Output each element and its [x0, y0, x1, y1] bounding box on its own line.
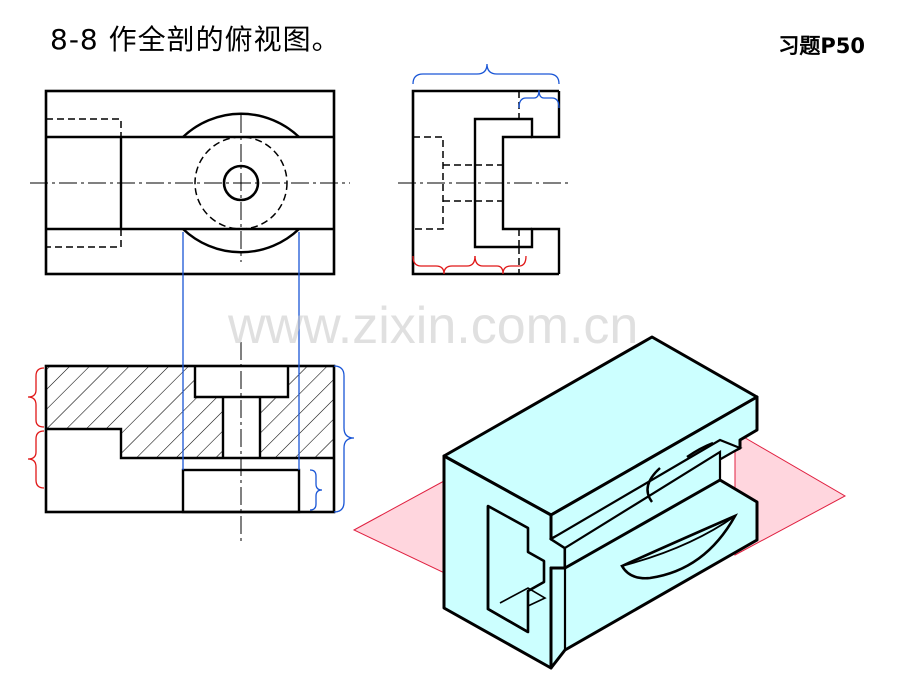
top-view-dimension-braces — [27, 365, 355, 513]
exercise-reference: 习题P50 — [778, 34, 865, 58]
projection-lines — [182, 232, 300, 470]
isometric-model — [352, 335, 847, 670]
top-section-view — [44, 342, 336, 545]
slide-title: 8-8 作全剖的俯视图。 — [50, 23, 341, 56]
section-plane — [352, 474, 456, 579]
front-view — [30, 89, 350, 276]
watermark: www.zixin.com.cn — [228, 297, 639, 355]
side-view — [398, 89, 572, 276]
side-view-dimension-braces — [412, 63, 560, 275]
